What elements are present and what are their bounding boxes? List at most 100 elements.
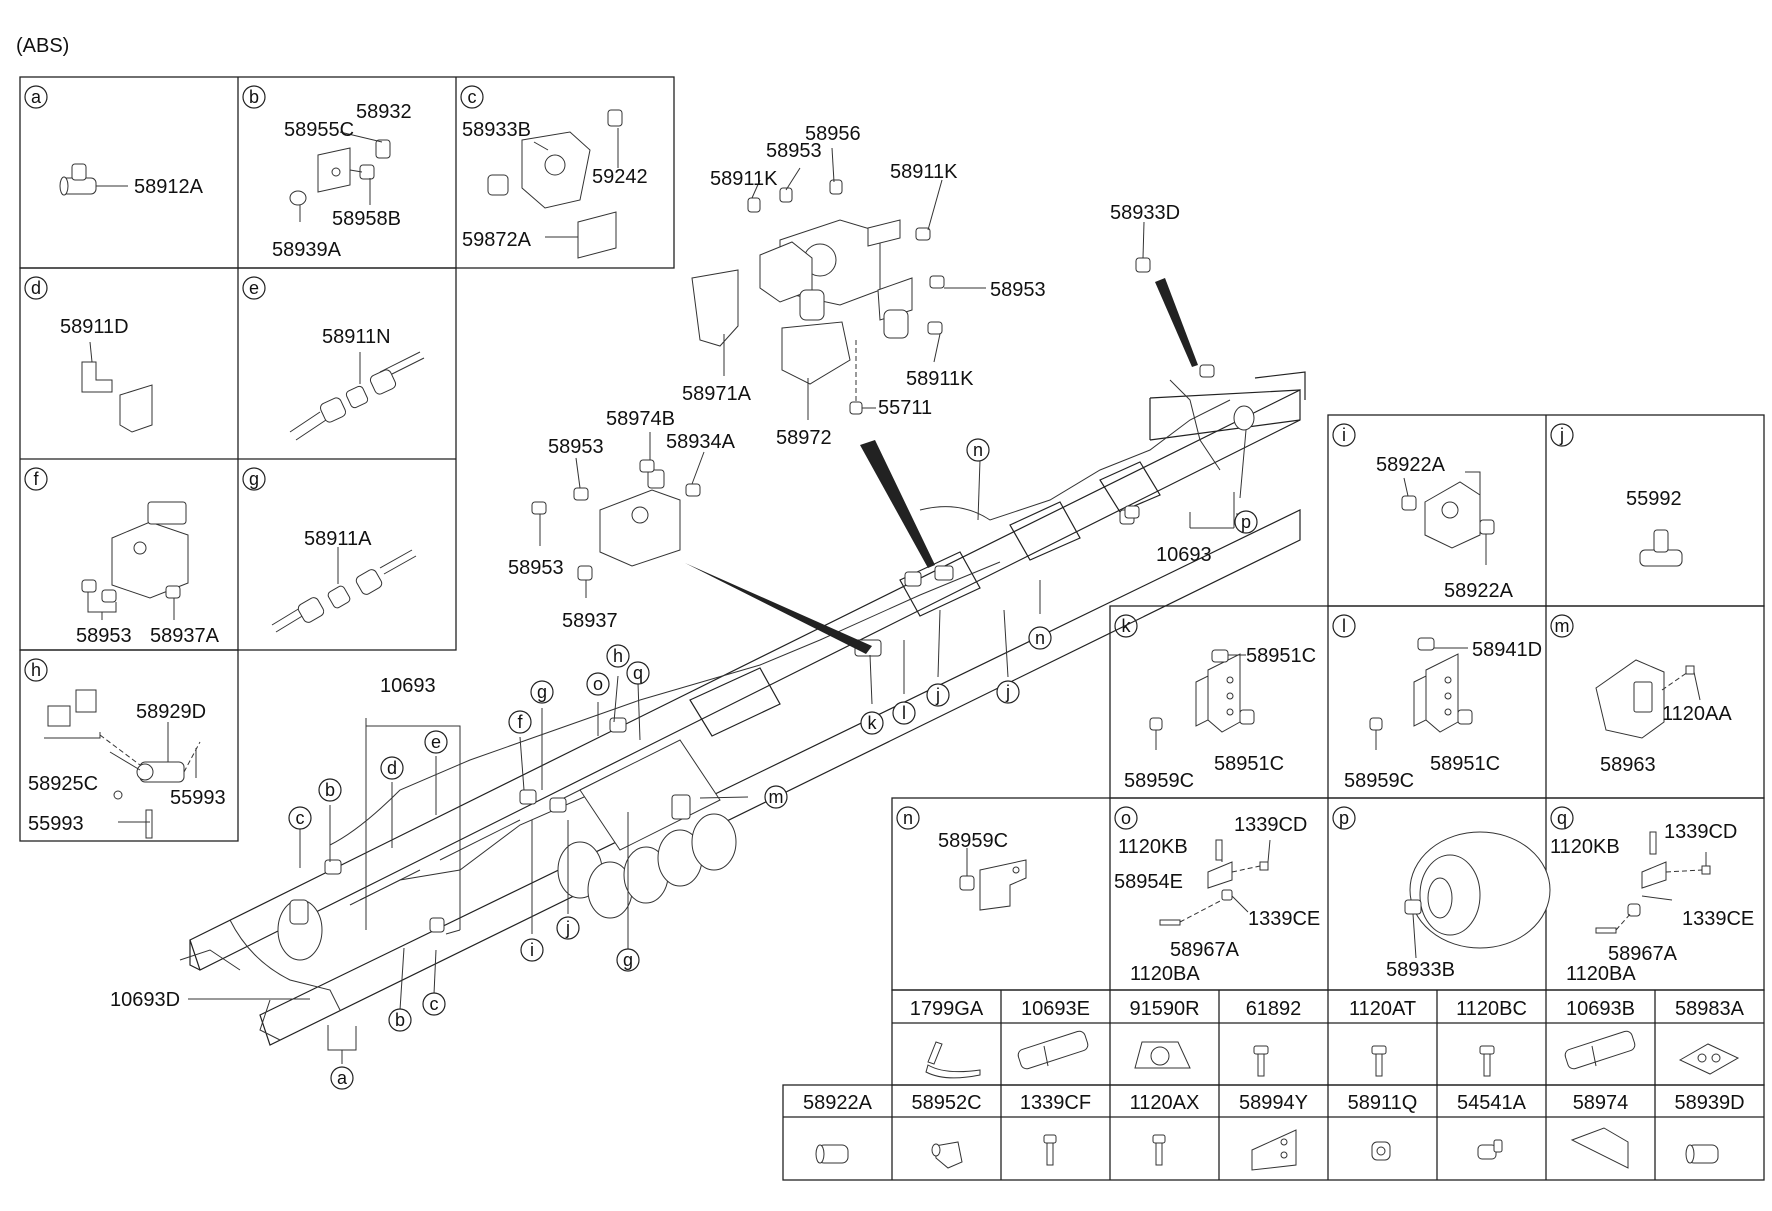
callout-letter: e <box>424 730 448 754</box>
part-number-label: 1120KB <box>1550 836 1620 858</box>
part-number-label: 58956 <box>805 123 861 145</box>
table-code: 58911Q <box>1348 1092 1418 1114</box>
callout-letter-ring <box>318 778 342 802</box>
panel-letter: c <box>460 85 484 109</box>
part-number-label: 10693 <box>380 675 436 697</box>
callout-letter-ring <box>606 644 630 668</box>
callout-letter: q <box>626 661 650 685</box>
callout-letter-ring <box>330 1066 354 1090</box>
panel-letter-ring <box>1550 806 1574 830</box>
part-number-label: 58953 <box>508 557 564 579</box>
panel-letter: k <box>1114 614 1138 638</box>
part-number-label: 58911K <box>890 161 958 183</box>
panel-letter: p <box>1332 806 1356 830</box>
callout-letter-text: k <box>868 713 878 733</box>
part-number-label: 58963 <box>1600 754 1656 776</box>
panel-letter-text: p <box>1339 808 1349 828</box>
callout-letter-text: b <box>395 1010 405 1030</box>
bolt-icon-3 <box>1479 1045 1495 1077</box>
panel-letter: m <box>1550 614 1574 638</box>
callout-letter: l <box>892 701 916 725</box>
chassis-frame <box>179 278 1306 1046</box>
part-number-label: 58954E <box>1114 871 1183 893</box>
bolt-icon-5 <box>1152 1134 1166 1166</box>
callout-letter: g <box>616 948 640 972</box>
table-code: 58939D <box>1674 1092 1744 1114</box>
callout-letter-ring <box>388 1008 412 1032</box>
callout-letter-text: c <box>296 808 305 828</box>
callout-letter-text: o <box>593 674 603 694</box>
table-code: 10693E <box>1021 998 1090 1020</box>
table-code: 1799GA <box>910 998 984 1020</box>
part-number-label: 58953 <box>76 625 132 647</box>
spring-brake-chamber-icon <box>1404 831 1551 949</box>
part-number-label: 1120AA <box>1662 703 1732 725</box>
callout-letter-text: f <box>517 712 523 732</box>
parts-table-grid <box>782 989 1765 1181</box>
part-number-label: 59872A <box>462 229 532 251</box>
panel-letter-text: c <box>468 87 477 107</box>
table-code: 91590R <box>1129 998 1199 1020</box>
callout-letter-text: g <box>537 682 547 702</box>
callout-letter: a <box>330 1066 354 1090</box>
part-number-label: 55992 <box>1626 488 1682 510</box>
callout-letter-ring <box>556 916 580 940</box>
callout-letter-text: a <box>337 1068 348 1088</box>
bolt-icon-4 <box>1043 1134 1057 1166</box>
part-number-label: 58911N <box>322 326 391 348</box>
hose-icon <box>1017 1030 1089 1070</box>
callout-letter-text: j <box>565 918 570 938</box>
part-number-label: 1339CD <box>1664 821 1737 843</box>
callout-letter-text: l <box>902 703 906 723</box>
callout-letter-text: h <box>613 646 623 666</box>
callout-letter: j <box>556 916 580 940</box>
table-code: 1120AX <box>1130 1092 1200 1114</box>
part-number-label: 58953 <box>548 436 604 458</box>
nut-icon <box>289 139 391 206</box>
part-number-label: 58951C <box>1214 753 1284 775</box>
part-number-label: 58941D <box>1472 639 1542 661</box>
clip-icon <box>1134 1041 1191 1069</box>
panel-letter: a <box>24 85 48 109</box>
callout-letter-ring <box>586 672 610 696</box>
callout-letter-ring <box>626 661 650 685</box>
panel-letter: n <box>896 806 920 830</box>
part-number-label: 58911D <box>60 316 129 338</box>
callout-letter: g <box>530 680 554 704</box>
solenoid-valve-icon <box>44 689 185 783</box>
fitting-icon <box>815 1144 849 1164</box>
part-number-label: 58933B <box>462 119 531 141</box>
panel-letter: d <box>24 276 48 300</box>
modulator-valve-icon <box>487 109 623 209</box>
fitting-icon-2 <box>1685 1144 1719 1164</box>
panel-letter: g <box>242 467 266 491</box>
panel-letter-ring <box>1550 423 1574 447</box>
part-number-label: 55993 <box>170 787 226 809</box>
callout-letter-ring <box>1234 510 1258 534</box>
part-number-label: 58953 <box>766 140 822 162</box>
part-number-label: 1339CE <box>1682 908 1754 930</box>
elbow-icon <box>931 1141 963 1169</box>
callout-letter-text: g <box>623 950 633 970</box>
callout-letter-ring <box>764 785 788 809</box>
left-detail-panels <box>19 76 675 842</box>
callout-letter-ring <box>860 711 884 735</box>
callout-letter-ring <box>422 992 446 1016</box>
part-number-label: 58933B <box>1386 959 1455 981</box>
callout-letter: c <box>288 806 312 830</box>
callout-letter: f <box>508 710 532 734</box>
callout-letter-ring <box>424 730 448 754</box>
part-number-label: 58911A <box>304 528 372 550</box>
valve-assembly-icon <box>1424 471 1481 549</box>
part-number-label: 10693 <box>1156 544 1212 566</box>
center-exploded-parts <box>531 147 1151 598</box>
callout-letter: n <box>1028 626 1052 650</box>
panel-letter: i <box>1332 423 1356 447</box>
part-number-label: 1120BA <box>1130 963 1200 985</box>
panel-letter-ring <box>242 467 266 491</box>
part-number-label: 58937A <box>150 625 220 647</box>
part-number-label: 58934A <box>666 431 736 453</box>
panel-letter-ring <box>24 85 48 109</box>
part-number-label: 58967A <box>1608 943 1678 965</box>
